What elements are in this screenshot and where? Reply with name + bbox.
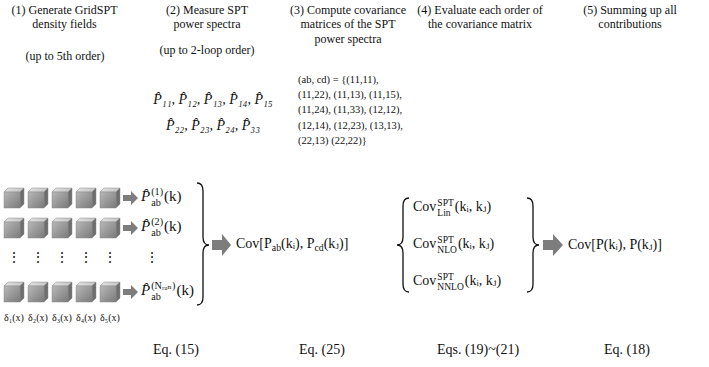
- spectrum-sample-sub: ab: [151, 292, 175, 303]
- ellipsis-dots: ⋮: [103, 250, 117, 265]
- spectrum-sample-sup: (2): [151, 217, 163, 228]
- equation-ref: Eq. (15): [153, 342, 199, 357]
- step-note: (up to 2-loop order): [160, 43, 255, 57]
- covariance-term-sup: SPT: [437, 272, 463, 282]
- covariance-term-group: CovSPTNLO(kᵢ, kⱼ): [413, 235, 494, 255]
- density-cubes: [4, 188, 120, 302]
- covariance-term: Cov: [413, 236, 436, 251]
- spectrum-sample: P̂: [141, 282, 150, 298]
- spectrum-sample: P̂: [141, 188, 150, 204]
- step-heading: (2) Measure SPT power spectra: [166, 3, 248, 31]
- field-label-group: δ₁(x): [4, 312, 24, 324]
- ellipsis-dots: ⋮: [31, 250, 45, 265]
- covariance-term-sup: SPT: [437, 235, 457, 245]
- equation-ref-group: Eq. (25): [299, 342, 345, 359]
- ellipsis-dots: ⋮: [79, 250, 93, 265]
- spectrum-sample-sup: (Nᵣᵤₙ): [151, 281, 175, 292]
- field-label: δ₂(x): [28, 312, 48, 323]
- step-heading: (3) Compute covariance matrices of the S…: [290, 3, 406, 46]
- step-note: (up to 5th order): [26, 49, 105, 63]
- field-label: δ₁(x): [4, 312, 24, 323]
- spectrum-sample-group: P̂(1)ab(k): [141, 187, 182, 208]
- step-heading: (4) Evaluate each order of the covarianc…: [417, 3, 542, 31]
- field-label-group: δ₅(x): [100, 312, 120, 324]
- ellipsis-dots-group: ⋮: [31, 250, 45, 267]
- spectrum-sample: (k): [164, 218, 182, 234]
- spectrum-sample-sub: ab: [151, 228, 163, 239]
- step-heading-group: (1) Generate GridSPT density fields: [2, 3, 127, 32]
- step-heading: (1) Generate GridSPT density fields: [12, 3, 118, 31]
- field-label: δ₃(x): [52, 312, 72, 323]
- index-pairs-group: (ab, cd) = {(11,11), (11,22), (11,13), (…: [298, 72, 410, 148]
- covariance-term-group: CovSPTNNLO(kᵢ, kⱼ): [413, 272, 501, 292]
- spectra-list-group: P̂₁₁, P̂₁₂, P̂₁₃, P̂₁₄, P̂₁₅: [153, 92, 272, 109]
- total-covariance: Cov[P(kᵢ), P(kⱼ)]: [568, 237, 662, 252]
- covariance-term: (kᵢ, kⱼ): [458, 236, 494, 251]
- step-heading-group: (3) Compute covariance matrices of the S…: [285, 3, 411, 46]
- step-heading-group: (2) Measure SPT power spectra: [150, 3, 264, 32]
- covariance-formula-sub: cd: [314, 242, 323, 253]
- covariance-term: (kᵢ, kⱼ): [465, 273, 501, 288]
- ellipsis-dots-group: ⋮: [7, 250, 21, 267]
- covariance-formula-sub: ab: [272, 242, 281, 253]
- covariance-formula-group: Cov[Pab(kᵢ), Pcd(kⱼ)]: [236, 236, 348, 254]
- ellipsis-dots-group: ⋮: [145, 250, 159, 267]
- step-heading: (5) Summing up all contributions: [583, 3, 677, 31]
- index-pairs: (ab, cd) = {(11,11), (11,22), (11,13), (…: [298, 74, 403, 146]
- index-stack: SPTNNLO: [437, 272, 463, 292]
- field-label-group: δ₄(x): [76, 312, 96, 324]
- spectrum-sample: (k): [176, 282, 194, 298]
- field-label: δ₄(x): [76, 312, 96, 323]
- covariance-term: (kᵢ, kⱼ): [455, 199, 491, 214]
- spectrum-sample: P̂: [141, 218, 150, 234]
- index-stack: (2)ab: [151, 217, 163, 238]
- index-stack: (1)ab: [151, 187, 163, 208]
- equation-ref: Eq. (25): [299, 342, 345, 357]
- covariance-formula: Cov[P: [236, 236, 272, 251]
- equation-ref: Eq. (18): [604, 342, 650, 357]
- covariance-term-sub: Lin: [437, 208, 453, 218]
- covariance-term-group: CovSPTLin(kᵢ, kⱼ): [413, 198, 491, 218]
- covariance-term-sub: NNLO: [437, 282, 463, 292]
- covariance-term-sub: NLO: [437, 245, 457, 255]
- spectra-list-group: P̂₂₂, P̂₂₃, P̂₂₄, P̂₃₃: [166, 118, 260, 135]
- step-note-group: (up to 5th order): [26, 49, 105, 63]
- spectrum-sample-group: P̂(Nᵣᵤₙ)ab(k): [141, 281, 194, 302]
- braces: [197, 183, 539, 305]
- field-label: δ₅(x): [100, 312, 120, 323]
- block-arrows: [123, 191, 563, 299]
- spectra-list: P̂₂₂, P̂₂₃, P̂₂₄, P̂₃₃: [166, 118, 260, 133]
- covariance-formula: (kⱼ)]: [324, 236, 349, 251]
- field-label-group: δ₂(x): [28, 312, 48, 324]
- step-note-group: (up to 2-loop order): [160, 43, 255, 57]
- ellipsis-dots-group: ⋮: [79, 250, 93, 267]
- ellipsis-dots: ⋮: [55, 250, 69, 265]
- index-stack: SPTNLO: [437, 235, 457, 255]
- equation-ref-group: Eq. (15): [153, 342, 199, 359]
- equation-ref-group: Eq. (18): [604, 342, 650, 359]
- equation-ref-group: Eqs. (19)~(21): [437, 342, 519, 359]
- step-heading-group: (4) Evaluate each order of the covarianc…: [412, 3, 548, 32]
- step-heading-group: (5) Summing up all contributions: [563, 3, 697, 32]
- spectra-list: P̂₁₁, P̂₁₂, P̂₁₃, P̂₁₄, P̂₁₅: [153, 92, 272, 107]
- index-stack: SPTLin: [437, 198, 453, 218]
- index-stack: (Nᵣᵤₙ)ab: [151, 281, 175, 302]
- ellipsis-dots-group: ⋮: [55, 250, 69, 267]
- covariance-term: Cov: [413, 199, 436, 214]
- ellipsis-dots-group: ⋮: [103, 250, 117, 267]
- covariance-formula: (kᵢ), P: [281, 236, 314, 251]
- spectrum-sample-group: P̂(2)ab(k): [141, 217, 182, 238]
- ellipsis-dots: ⋮: [7, 250, 21, 265]
- spectrum-sample: (k): [164, 188, 182, 204]
- equation-ref: Eqs. (19)~(21): [437, 342, 519, 357]
- field-label-group: δ₃(x): [52, 312, 72, 324]
- covariance-term-sup: SPT: [437, 198, 453, 208]
- total-covariance-group: Cov[P(kᵢ), P(kⱼ)]: [568, 237, 662, 254]
- spectrum-sample-sub: ab: [151, 198, 163, 209]
- ellipsis-dots: ⋮: [145, 250, 159, 265]
- covariance-term: Cov: [413, 273, 436, 288]
- spectrum-sample-sup: (1): [151, 187, 163, 198]
